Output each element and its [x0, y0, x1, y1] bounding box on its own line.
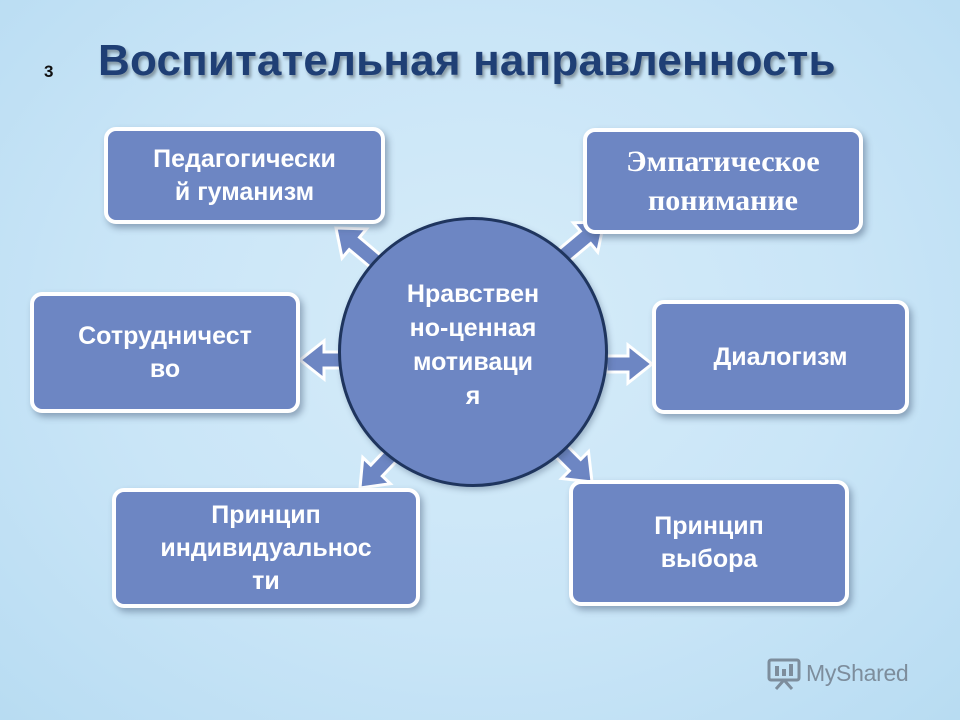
box-line: Эмпатическое [626, 145, 820, 178]
box-line: Педагогически [153, 144, 336, 173]
box-choice-principle: Принцип выбора [569, 480, 849, 606]
center-circle: Нравствен но-ценная мотиваци я [338, 217, 608, 487]
box-line: индивидуальнос [160, 533, 372, 562]
circle-line: я [465, 382, 481, 410]
slide-number: 3 [44, 62, 54, 81]
circle-line: но-ценная [409, 314, 537, 342]
box-line: выбора [660, 545, 758, 573]
circle-line: мотиваци [412, 348, 534, 376]
watermark-text: MyShared [806, 660, 909, 686]
box-dialogism: Диалогизм [652, 300, 909, 414]
box-line: Диалогизм [713, 342, 848, 371]
myshared-watermark: MyShared [766, 654, 936, 694]
box-line: ти [252, 566, 280, 595]
box-line: й гуманизм [174, 177, 315, 206]
arrow-to-cooperation [297, 337, 344, 383]
box-individuality-principle: Принцип индивидуальнос ти [112, 488, 420, 608]
box-line: во [149, 354, 181, 383]
circle-line: Нравствен [406, 280, 540, 308]
slide-title: Воспитательная направленность [98, 36, 836, 85]
box-line: Принцип [211, 500, 321, 529]
arrow-to-dialogism [604, 341, 655, 387]
box-line: понимание [648, 184, 798, 217]
box-line: Сотрудничест [78, 321, 252, 350]
presentation-board-icon [767, 658, 801, 690]
box-empathic-understanding: Эмпатическое понимание [583, 128, 863, 234]
box-pedagogical-humanism: Педагогически й гуманизм [104, 127, 385, 224]
box-line: Принцип [654, 512, 764, 540]
box-cooperation: Сотрудничест во [30, 292, 300, 413]
